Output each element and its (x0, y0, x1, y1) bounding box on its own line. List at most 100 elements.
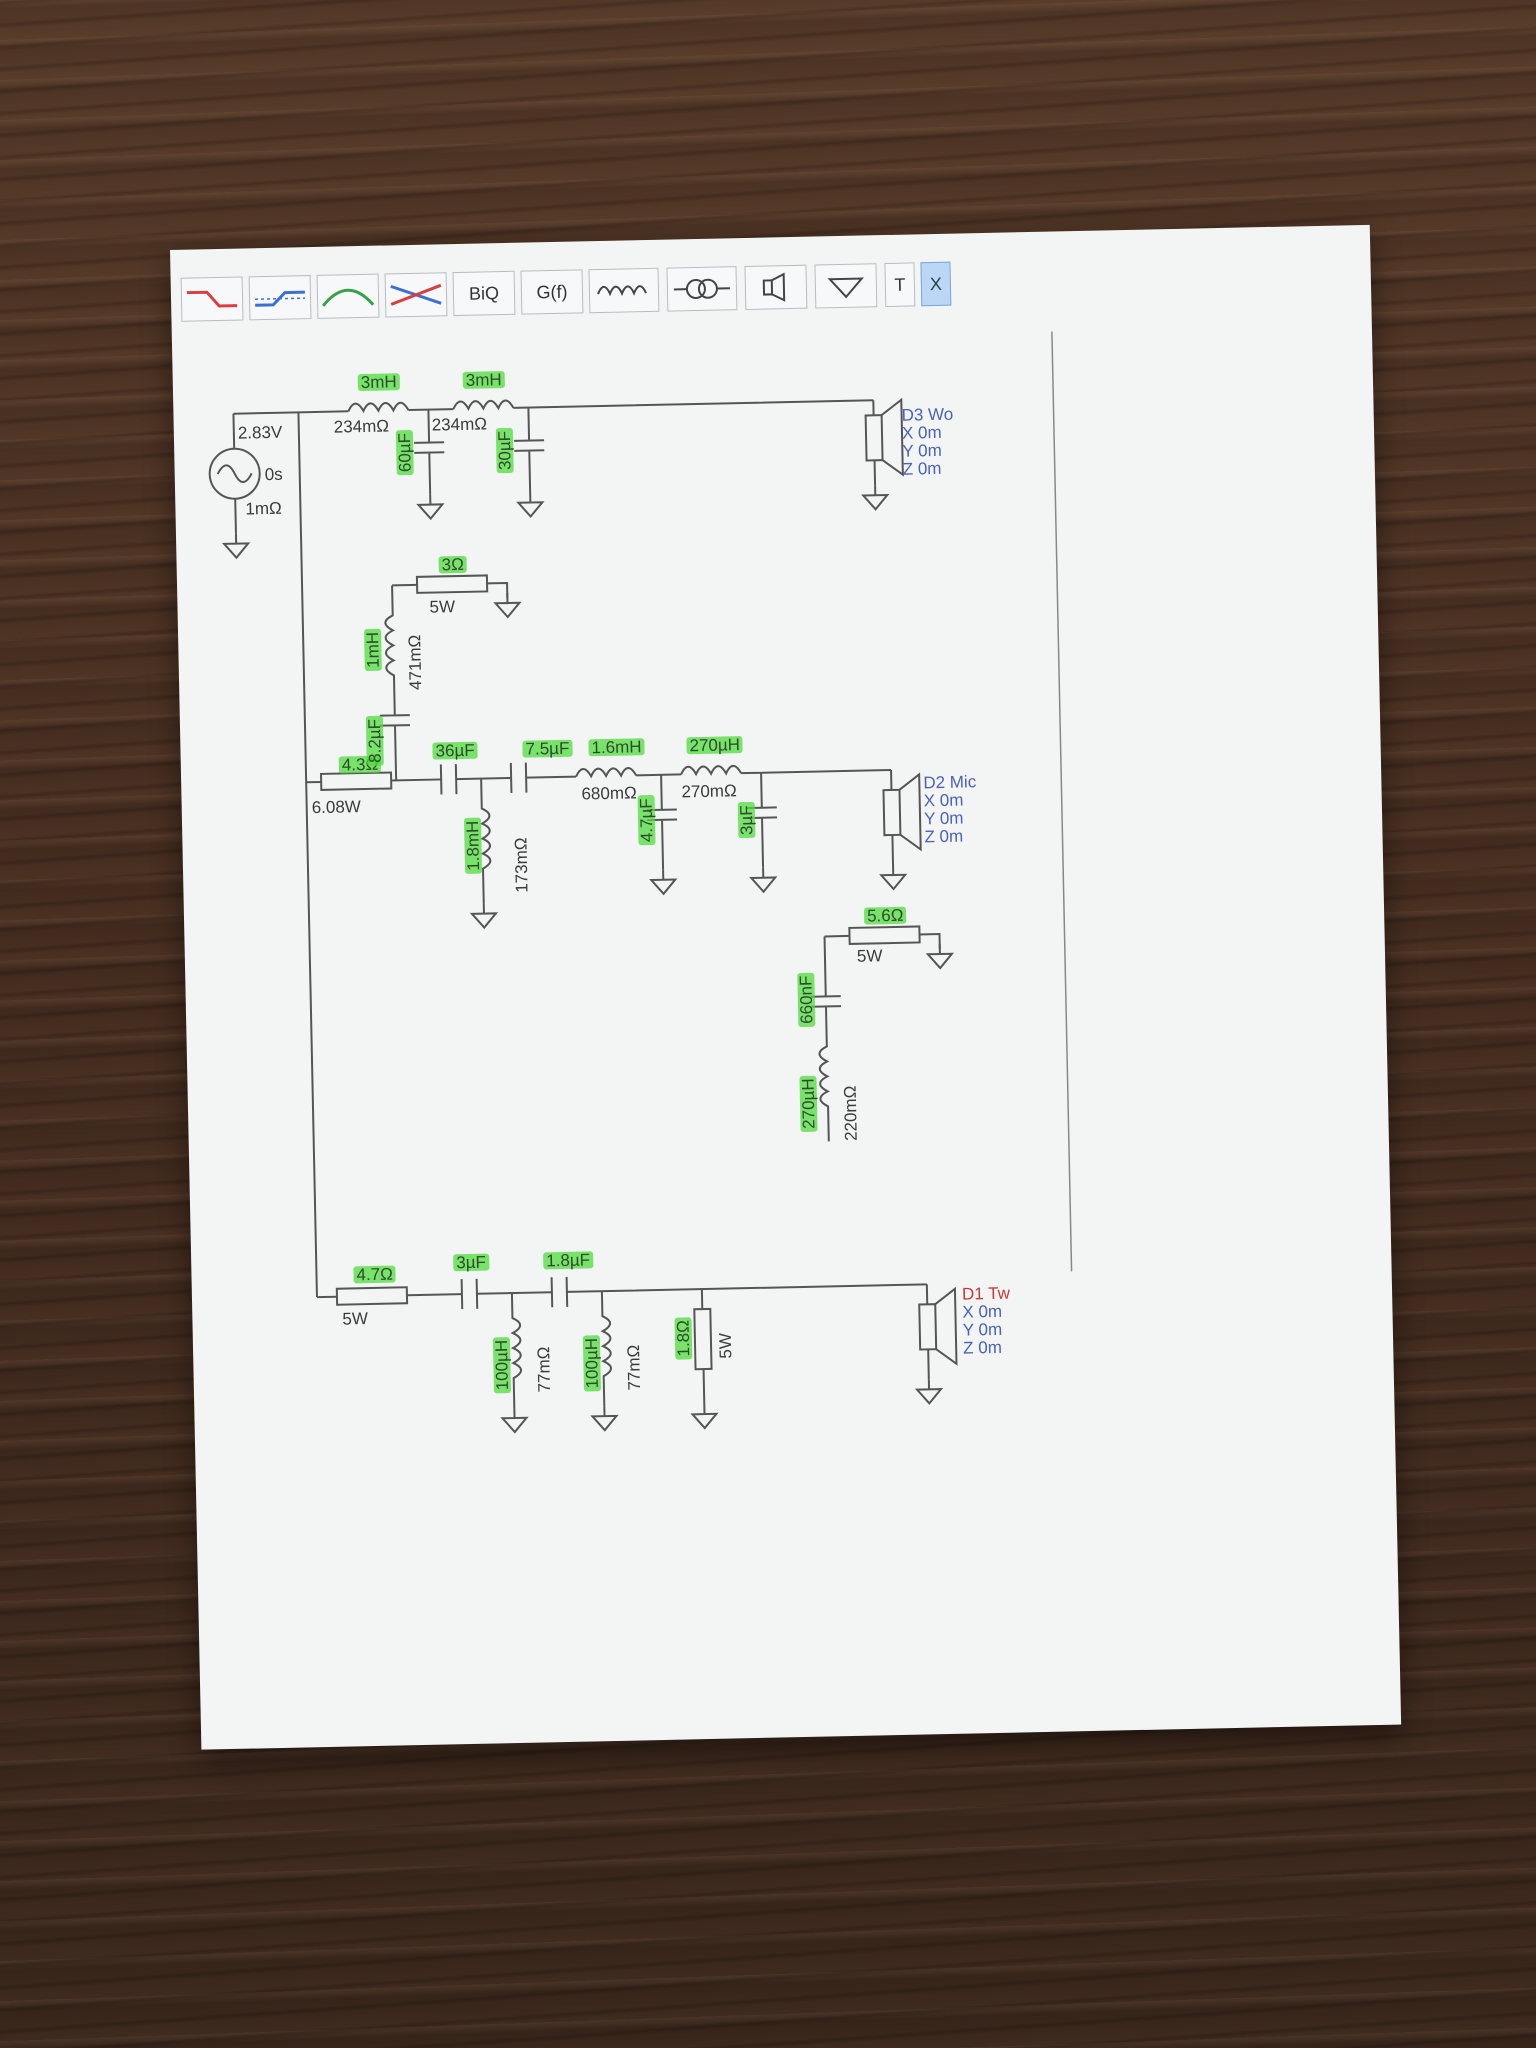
notch-r-power: 5W (429, 597, 456, 617)
woofer-driver-name: D3 Wo (901, 404, 954, 425)
notch-l-value: 1mH (363, 628, 383, 672)
tweeter-l1-value: 100µH (492, 1336, 512, 1394)
tweeter-driver-icon (918, 1303, 938, 1351)
ground-icon (827, 277, 864, 299)
speaker-tool[interactable] (744, 264, 808, 310)
notch-resistor (415, 574, 489, 594)
tweeter-cap-2 (550, 1276, 569, 1308)
mid-l2-dcr: 270mΩ (681, 781, 737, 802)
zobel-l-value: 270µH (798, 1075, 819, 1132)
bandpass-curve-icon (322, 288, 375, 307)
notch-curve-icon (390, 283, 442, 306)
tweeter-cap-1 (460, 1278, 479, 1310)
woofer-driver-wire (872, 400, 877, 486)
woofer-inductor-2 (452, 399, 515, 412)
woofer-inductor-1 (347, 401, 410, 414)
mid-cap-3 (646, 774, 678, 870)
tweeter-shunt-r-value: 1.8Ω (674, 1316, 693, 1360)
inductor-icon (597, 285, 647, 297)
main-bus-wire (297, 412, 318, 1298)
mid-driver-x: X 0m (923, 790, 964, 811)
tweeter-l2-dcr: 77mΩ (624, 1344, 644, 1391)
tweeter-driver-y: Y 0m (962, 1319, 1003, 1340)
zobel-l-dcr: 220mΩ (840, 1085, 861, 1142)
mid-shunt-l-value: 1.8mH (463, 817, 483, 874)
mid-l1-value: 1.6mH (588, 737, 645, 757)
inductor-tool[interactable] (588, 267, 660, 314)
transformer-tool[interactable] (666, 266, 738, 312)
mid-driver-y: Y 0m (923, 808, 964, 829)
highpass-filter-tool[interactable] (180, 276, 244, 322)
lowpass-filter-tool[interactable] (248, 275, 312, 321)
voltage-source-icon (208, 447, 261, 500)
woofer-cone-icon (880, 397, 904, 477)
sine-wave-icon (216, 464, 253, 483)
mid-shunt-l-dcr: 173mΩ (511, 837, 532, 893)
woofer-c2-value: 30µF (495, 427, 515, 474)
woofer-driver-y: Y 0m (902, 440, 942, 461)
woofer-l1-value: 3mH (357, 372, 400, 392)
source-voltage-label: 2.83V (237, 422, 283, 443)
tweeter-shunt-wire (700, 1289, 706, 1405)
tweeter-driver-z: Z 0m (962, 1337, 1003, 1358)
tweeter-shunt-resistor (693, 1307, 713, 1371)
tweeter-cone-icon (934, 1286, 958, 1366)
woofer-cap-2 (514, 407, 545, 493)
tweeter-series-resistor (335, 1286, 409, 1306)
toolbar: BiQ G(f) T X (170, 249, 1171, 340)
tweeter-l2-value: 100µH (582, 1334, 602, 1392)
woofer-l1-dcr: 234mΩ (333, 416, 390, 437)
transformer-icon (673, 278, 730, 299)
lowpass-curve-icon (255, 290, 306, 307)
mid-c1-value: 36µF (432, 741, 478, 761)
tweeter-shunt-r-power: 5W (715, 1332, 736, 1359)
mid-series-resistor (319, 771, 393, 791)
mid-cone-icon (898, 772, 922, 852)
zobel-resistor (848, 925, 921, 945)
ground-tool[interactable] (814, 263, 878, 309)
tweeter-series-r-power: 5W (342, 1309, 369, 1329)
tweeter-driver-x: X 0m (962, 1301, 1003, 1322)
woofer-driver-icon (864, 414, 884, 462)
notch-lc (379, 585, 411, 781)
woofer-cap-1 (414, 409, 445, 495)
notch-r-value: 3Ω (438, 555, 467, 574)
speaker-icon (762, 272, 786, 302)
crossover-schematic (208, 331, 1073, 1434)
mid-c2-value: 7.5µF (522, 739, 573, 759)
mid-c3-value: 4.7µF (637, 795, 657, 846)
mid-c4-value: 3µF (737, 802, 756, 839)
mid-shunt-c-value: 8.2µF (365, 715, 385, 766)
source-delay-label: 0s (264, 464, 283, 485)
notch-l-dcr: 471mΩ (405, 634, 426, 691)
mid-inductor-2 (680, 764, 742, 777)
woofer-c1-value: 60µF (395, 429, 415, 476)
woofer-l2-value: 3mH (462, 370, 505, 390)
page-divider-line (1051, 331, 1073, 1272)
tweeter-driver-wire (925, 1284, 930, 1380)
mid-inductor-1 (575, 767, 637, 779)
mid-cap-4 (746, 772, 778, 868)
tweeter-c1-value: 3µF (453, 1253, 490, 1272)
tweeter-inductor-2 (600, 1291, 612, 1407)
tweeter-c2-value: 1.8µF (543, 1250, 594, 1270)
mid-driver-icon (882, 788, 902, 837)
woofer-l2-dcr: 234mΩ (431, 414, 488, 435)
mid-l1-dcr: 680mΩ (581, 783, 637, 804)
bandpass-filter-tool[interactable] (316, 273, 380, 319)
source-resistance-label: 1mΩ (245, 498, 282, 519)
mid-cap-1 (439, 764, 458, 795)
zobel-r-value: 5.6Ω (863, 906, 907, 926)
printed-schematic-paper: BiQ G(f) T X (170, 224, 1402, 1750)
mid-driver-wire (890, 769, 895, 866)
notch-filter-tool[interactable] (384, 272, 448, 318)
woofer-wire (298, 399, 874, 414)
tweeter-series-r-value: 4.7Ω (353, 1265, 397, 1284)
mid-series-r-power: 6.08W (311, 797, 362, 818)
tweeter-driver-name: D1 Tw (961, 1283, 1011, 1304)
mid-cap-2 (509, 762, 528, 793)
mid-wire (306, 769, 892, 784)
mid-shunt-inductor (479, 778, 492, 904)
zobel-network (810, 933, 941, 1142)
tweeter-inductor-1 (510, 1293, 523, 1409)
